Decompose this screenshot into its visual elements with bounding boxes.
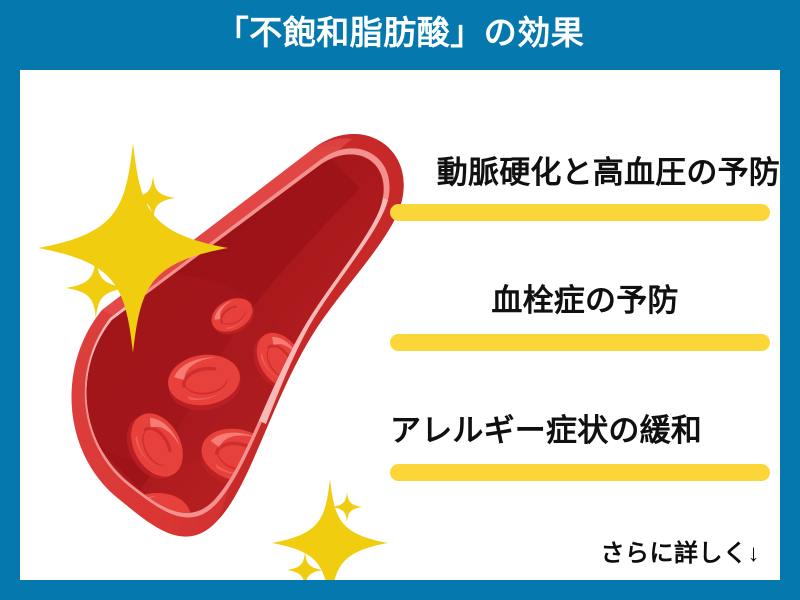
benefit-label-2: アレルギー症状の緩和: [390, 413, 702, 448]
blood-vessel-illustration: [20, 70, 420, 580]
benefit-item-1: 血栓症の予防: [390, 278, 780, 408]
benefit-underline-2: [390, 464, 770, 481]
sparkle-cluster-bottom: [272, 479, 388, 580]
content-card: 動脈硬化と高血圧の予防 血栓症の予防 アレルギー症状の緩和 さらに詳しく↓: [20, 70, 780, 580]
page-title: 「不飽和脂肪酸」の効果: [215, 14, 585, 51]
benefit-item-0: 動脈硬化と高血圧の予防: [390, 148, 780, 278]
more-details-link[interactable]: さらに詳しく↓: [600, 540, 760, 567]
benefit-underline-0: [390, 204, 770, 221]
benefit-underline-1: [390, 334, 770, 351]
benefit-label-0: 動脈硬化と高血圧の予防: [436, 155, 780, 190]
benefit-label-1: 血栓症の予防: [491, 283, 679, 318]
benefits-list: 動脈硬化と高血圧の予防 血栓症の予防 アレルギー症状の緩和: [390, 148, 780, 538]
benefit-item-2: アレルギー症状の緩和: [390, 408, 780, 538]
